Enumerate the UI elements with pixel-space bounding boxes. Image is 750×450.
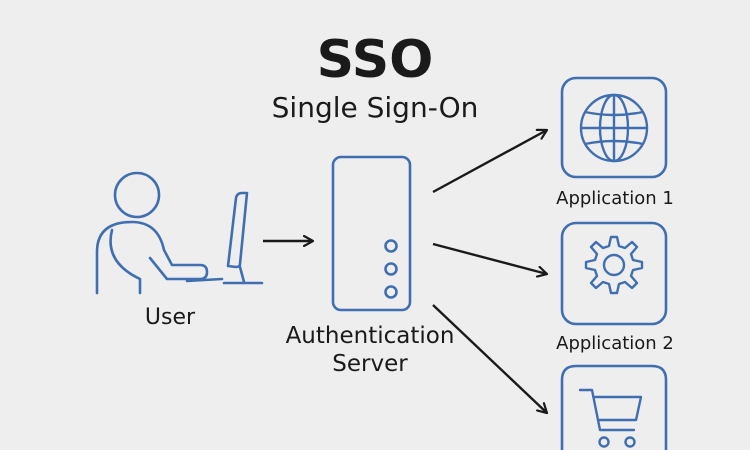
- server-label-line1: Authentication: [285, 323, 455, 349]
- app2-label: Application 2: [556, 333, 674, 354]
- arrow-server-to-app3: [432, 304, 547, 413]
- globe-icon: [579, 93, 649, 163]
- arrow-server-to-app1: [432, 130, 547, 194]
- app3-frame: [560, 364, 668, 450]
- user-body: [95, 220, 209, 295]
- server-led-1: [384, 239, 398, 253]
- user-label: User: [144, 305, 196, 330]
- server-label-line2: Server: [332, 351, 408, 377]
- shopping-cart-icon: [578, 388, 643, 448]
- app1-card: [560, 76, 668, 179]
- user-at-computer-icon: [95, 171, 264, 295]
- app2-card: [560, 221, 668, 326]
- keyboard: [185, 277, 224, 283]
- app3-card: [560, 364, 668, 450]
- user-head: [113, 171, 161, 219]
- server-icon: [331, 155, 412, 312]
- server-cabinet: [331, 155, 412, 312]
- gear-icon: [584, 235, 644, 295]
- monitor: [226, 191, 249, 269]
- app1-label: Application 1: [556, 188, 674, 209]
- app1-frame: [560, 76, 668, 179]
- server-led-3: [384, 285, 398, 299]
- monitor-stand: [222, 265, 264, 285]
- page-subtitle: Single Sign-On: [271, 91, 479, 124]
- app2-frame: [560, 221, 668, 326]
- server-led-2: [384, 262, 398, 276]
- server-label: Authentication Server: [270, 322, 470, 378]
- page-title: SSO: [316, 30, 434, 90]
- arrow-server-to-app2: [432, 242, 547, 274]
- user-arm: [109, 228, 142, 295]
